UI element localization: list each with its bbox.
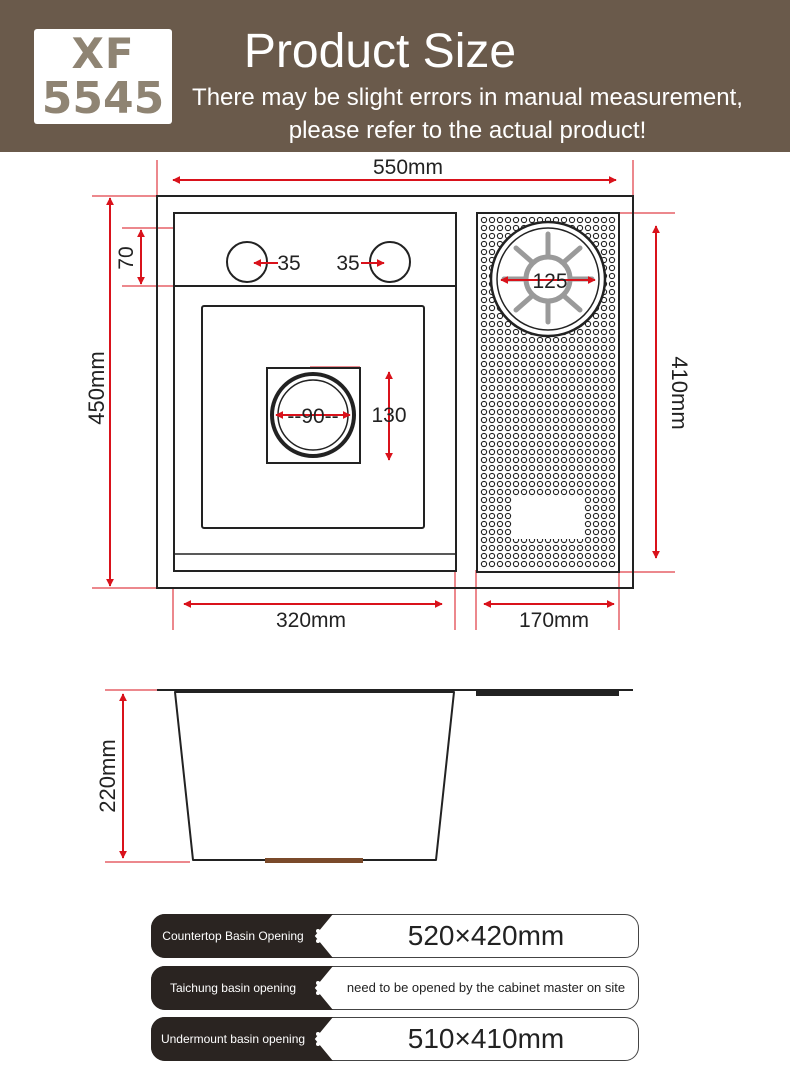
spec-label: Countertop Basin Opening [162,929,304,943]
sink-dimension-drawing: 550mm 450mm 70 35 35 125 --90-- 130 410m… [84,156,692,863]
bowl-outline [201,305,425,529]
model-code-line2: 5545 [41,73,165,124]
colon-icon [316,1030,320,1048]
drain-diameter-label: --90-- [287,405,338,428]
measurement-note-line2: please refer to the actual product! [288,117,647,144]
basin-base-strip [265,858,363,863]
spec-row-undermount: Undermount basin opening 510×410mm [151,1017,639,1061]
page-title: Product Size [243,25,517,78]
spec-tag [151,914,333,958]
colon-icon [316,927,320,945]
sink-outer-frame [156,195,634,589]
basin-side-profile [174,691,455,861]
depth-dimension-label: 220mm [95,739,120,812]
top-view: 550mm 450mm 70 35 35 125 --90-- 130 410m… [84,156,692,632]
spec-tag [151,966,333,1010]
shelf-height-label: 70 [115,246,138,269]
dimension-arrows [106,176,660,608]
side-view: 220mm [95,689,633,863]
spec-label: Undermount basin opening [160,1032,306,1046]
drain-box-label: 130 [371,404,406,427]
rinser-diameter-label: 125 [532,270,567,293]
spec-value: need to be opened by the cabinet master … [346,980,626,995]
colon-icon [316,979,320,997]
spec-value: 510×410mm [407,1023,565,1054]
height-dimension-label: 450mm [84,351,109,424]
model-code-line1: XF [71,29,135,78]
drainboard-plain-area [512,497,584,539]
spec-row-taichung: Taichung basin opening need to be opened… [151,966,639,1010]
width-dimension-label: 550mm [373,156,443,179]
spec-label: Taichung basin opening [169,981,297,995]
drainboard-height-label: 410mm [667,356,692,429]
spec-tag [151,1017,333,1061]
hole-left-label: 35 [277,252,300,275]
spec-value: 520×420mm [407,920,565,951]
basin-outline [173,212,457,572]
model-badge: XF 5545 [34,29,172,124]
spec-row-countertop: Countertop Basin Opening 520×420mm [151,914,639,958]
hole-right-label: 35 [336,252,359,275]
drainboard-width-label: 170mm [519,609,589,632]
basin-width-label: 320mm [276,609,346,632]
measurement-note-line1: There may be slight errors in manual mea… [192,84,743,111]
header-banner: XF 5545 Product Size There may be slight… [0,0,790,152]
drainboard-profile [476,689,619,696]
